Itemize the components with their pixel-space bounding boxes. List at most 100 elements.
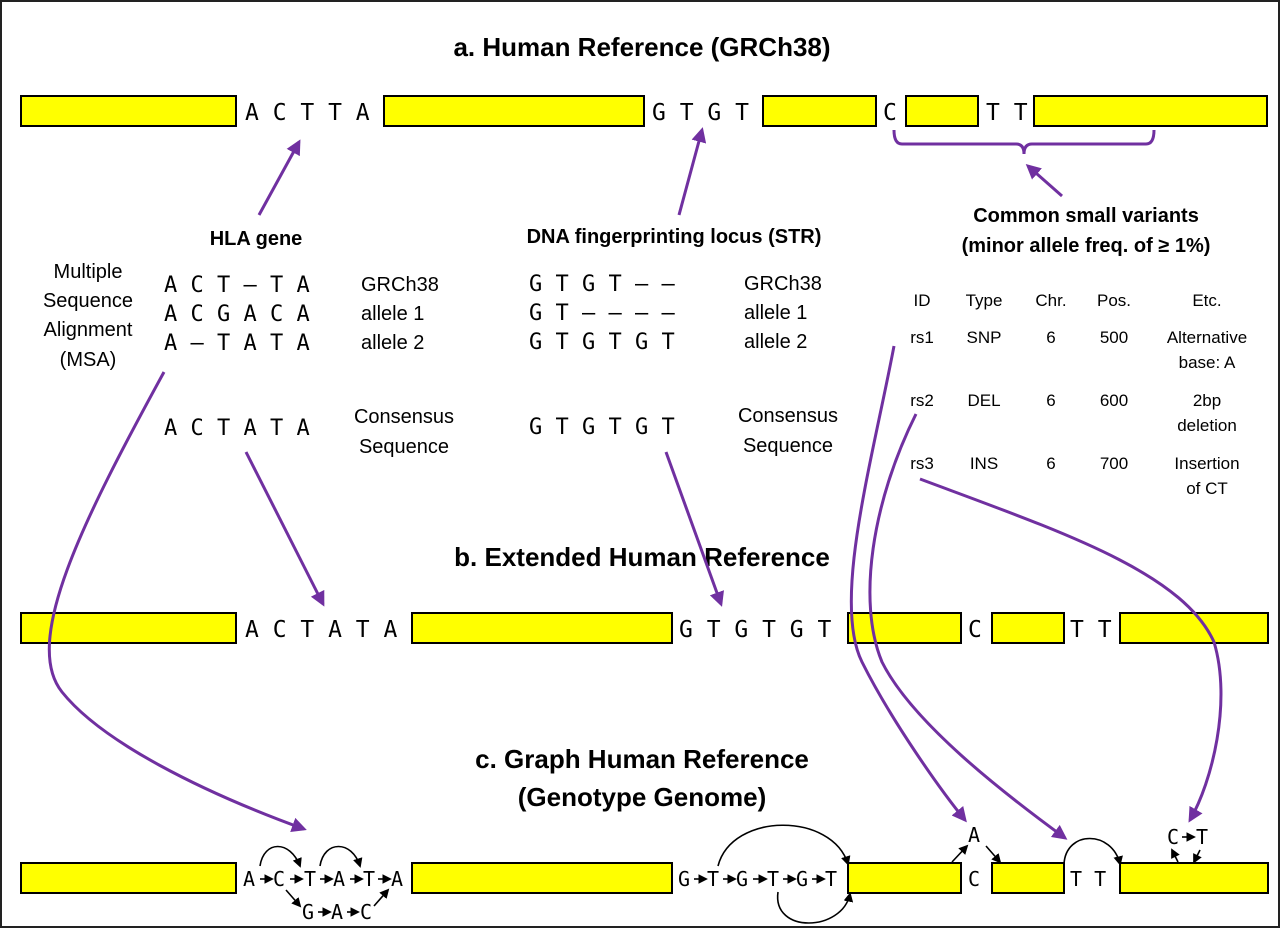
ext-block-4 bbox=[991, 612, 1065, 644]
graph-edge bbox=[285, 889, 302, 908]
ext-block-1 bbox=[20, 612, 237, 644]
str-seq-grch38: G T G T – – bbox=[529, 272, 675, 297]
graph-node-a: A bbox=[333, 867, 345, 891]
arrow-rs1-to-graph bbox=[849, 345, 967, 823]
graph-node-tt: T T bbox=[1070, 867, 1106, 891]
graph-edge-skip bbox=[717, 824, 851, 867]
graph-block-5 bbox=[1119, 862, 1269, 894]
vt-row-rs1: rs1 SNP 6 500 Alternative base: A bbox=[910, 328, 1247, 372]
vt-header-pos: Pos. bbox=[1097, 291, 1131, 310]
graph-block-1 bbox=[20, 862, 237, 894]
vt-header-chr: Chr. bbox=[1035, 291, 1066, 310]
variants-title: Common small variants bbox=[973, 205, 1199, 227]
graph-edge-deletion bbox=[1063, 837, 1123, 866]
hla-consensus-label-2: Sequence bbox=[359, 436, 449, 458]
ext-b-seq1: A C T A T A bbox=[245, 617, 397, 643]
hla-seq-allele1: A C G A C A bbox=[164, 302, 310, 327]
hla-name-allele1: allele 1 bbox=[361, 303, 424, 325]
title-b: b. Extended Human Reference bbox=[454, 542, 830, 572]
msa-line-1: Multiple bbox=[54, 261, 123, 283]
ext-block-5 bbox=[1119, 612, 1269, 644]
str-name-allele1: allele 1 bbox=[744, 302, 807, 324]
ref-block-4 bbox=[905, 95, 979, 127]
extended-row-b: A C T A T A G T G T G T C T T bbox=[20, 612, 1269, 644]
arrow-variants-to-ref bbox=[1025, 164, 1063, 198]
graph-node-c: C bbox=[968, 867, 980, 891]
str-consensus-seq: G T G T G T bbox=[529, 415, 675, 440]
vt-cell-chr: 6 bbox=[1046, 454, 1055, 473]
graph-node-ins-t: T bbox=[1196, 825, 1208, 849]
arrow-hla-to-ref bbox=[257, 139, 301, 216]
vt-cell-etc-2: deletion bbox=[1177, 416, 1237, 435]
graph-node-g: G bbox=[678, 867, 690, 891]
vt-cell-etc-1: Insertion bbox=[1174, 454, 1239, 473]
variant-brace bbox=[892, 129, 1156, 155]
graph-node-c: C bbox=[360, 900, 372, 924]
hla-name-allele2: allele 2 bbox=[361, 332, 424, 354]
msa-line-4: (MSA) bbox=[60, 349, 117, 371]
graph-edge-ins-in bbox=[1171, 848, 1180, 863]
vt-cell-type: INS bbox=[970, 454, 998, 473]
graph-block-2 bbox=[411, 862, 673, 894]
arrow-msa-to-graph bbox=[47, 371, 307, 832]
arrow-rs2-to-graph bbox=[868, 413, 1068, 840]
graph-row-c: A C T A T A G A C G T G T G T bbox=[20, 823, 1269, 924]
hla-consensus-seq: A C T A T A bbox=[164, 416, 310, 441]
ref-a-seq1: A C T T A bbox=[245, 100, 370, 126]
title-a: a. Human Reference (GRCh38) bbox=[453, 32, 830, 62]
str-consensus-label-1: Consensus bbox=[738, 405, 838, 427]
graph-edge-skip bbox=[259, 845, 302, 868]
graph-node-ins-c: C bbox=[1167, 825, 1179, 849]
vt-cell-etc-2: of CT bbox=[1186, 479, 1228, 498]
reference-row-a: A C T T A G T G T C T T bbox=[20, 95, 1268, 155]
hla-alignment: A C T – T A GRCh38 A C G A C A allele 1 … bbox=[164, 273, 454, 458]
graph-node-g: G bbox=[302, 900, 314, 924]
vt-cell-pos: 600 bbox=[1100, 391, 1128, 410]
arrow-hla-consensus-to-extended bbox=[244, 451, 325, 607]
graph-edge-snp-out bbox=[985, 845, 1002, 864]
arrow-rs3-to-graph bbox=[919, 477, 1223, 823]
ext-b-tt: T T bbox=[1070, 617, 1112, 643]
str-name-grch38: GRCh38 bbox=[744, 273, 822, 295]
hla-title: HLA gene bbox=[210, 228, 303, 250]
vt-cell-type: SNP bbox=[967, 328, 1002, 347]
ext-block-2 bbox=[411, 612, 673, 644]
vt-cell-etc-2: base: A bbox=[1179, 353, 1236, 372]
hla-name-grch38: GRCh38 bbox=[361, 274, 439, 296]
vt-cell-chr: 6 bbox=[1046, 391, 1055, 410]
msa-label: Multiple Sequence Alignment (MSA) bbox=[43, 261, 133, 371]
graph-node-a: A bbox=[243, 867, 255, 891]
hla-seq-grch38: A C T – T A bbox=[164, 273, 310, 298]
vt-header-type: Type bbox=[966, 291, 1003, 310]
ext-b-c: C bbox=[968, 617, 982, 643]
vt-cell-pos: 700 bbox=[1100, 454, 1128, 473]
graph-edge bbox=[373, 888, 390, 907]
ref-a-tt: T T bbox=[986, 100, 1028, 126]
vt-cell-etc-1: Alternative bbox=[1167, 328, 1247, 347]
str-seq-allele2: G T G T G T bbox=[529, 330, 675, 355]
graph-node-alt-a: A bbox=[968, 823, 980, 847]
ext-b-seq2: G T G T G T bbox=[679, 617, 831, 643]
graph-edge-skip bbox=[319, 845, 363, 868]
graph-node-t: T bbox=[825, 867, 837, 891]
variants-table: ID Type Chr. Pos. Etc. rs1 SNP 6 500 Alt… bbox=[910, 291, 1247, 498]
arrow-str-to-ref bbox=[677, 127, 707, 216]
ref-a-c: C bbox=[883, 100, 897, 126]
vt-cell-chr: 6 bbox=[1046, 328, 1055, 347]
hla-consensus-label-1: Consensus bbox=[354, 406, 454, 428]
graph-block-3 bbox=[847, 862, 962, 894]
title-c: c. Graph Human Reference bbox=[475, 744, 809, 774]
vt-cell-id: rs1 bbox=[910, 328, 934, 347]
ref-a-seq2: G T G T bbox=[652, 100, 749, 126]
graph-node-t: T bbox=[707, 867, 719, 891]
str-seq-allele1: G T – – – – bbox=[529, 301, 675, 326]
vt-header-etc: Etc. bbox=[1192, 291, 1221, 310]
graph-node-t: T bbox=[363, 867, 375, 891]
ref-block-5 bbox=[1033, 95, 1268, 127]
graph-edge-snp-in bbox=[951, 844, 969, 863]
hla-seq-allele2: A – T A T A bbox=[164, 331, 310, 356]
graph-block-4 bbox=[991, 862, 1065, 894]
graph-node-t: T bbox=[304, 867, 316, 891]
